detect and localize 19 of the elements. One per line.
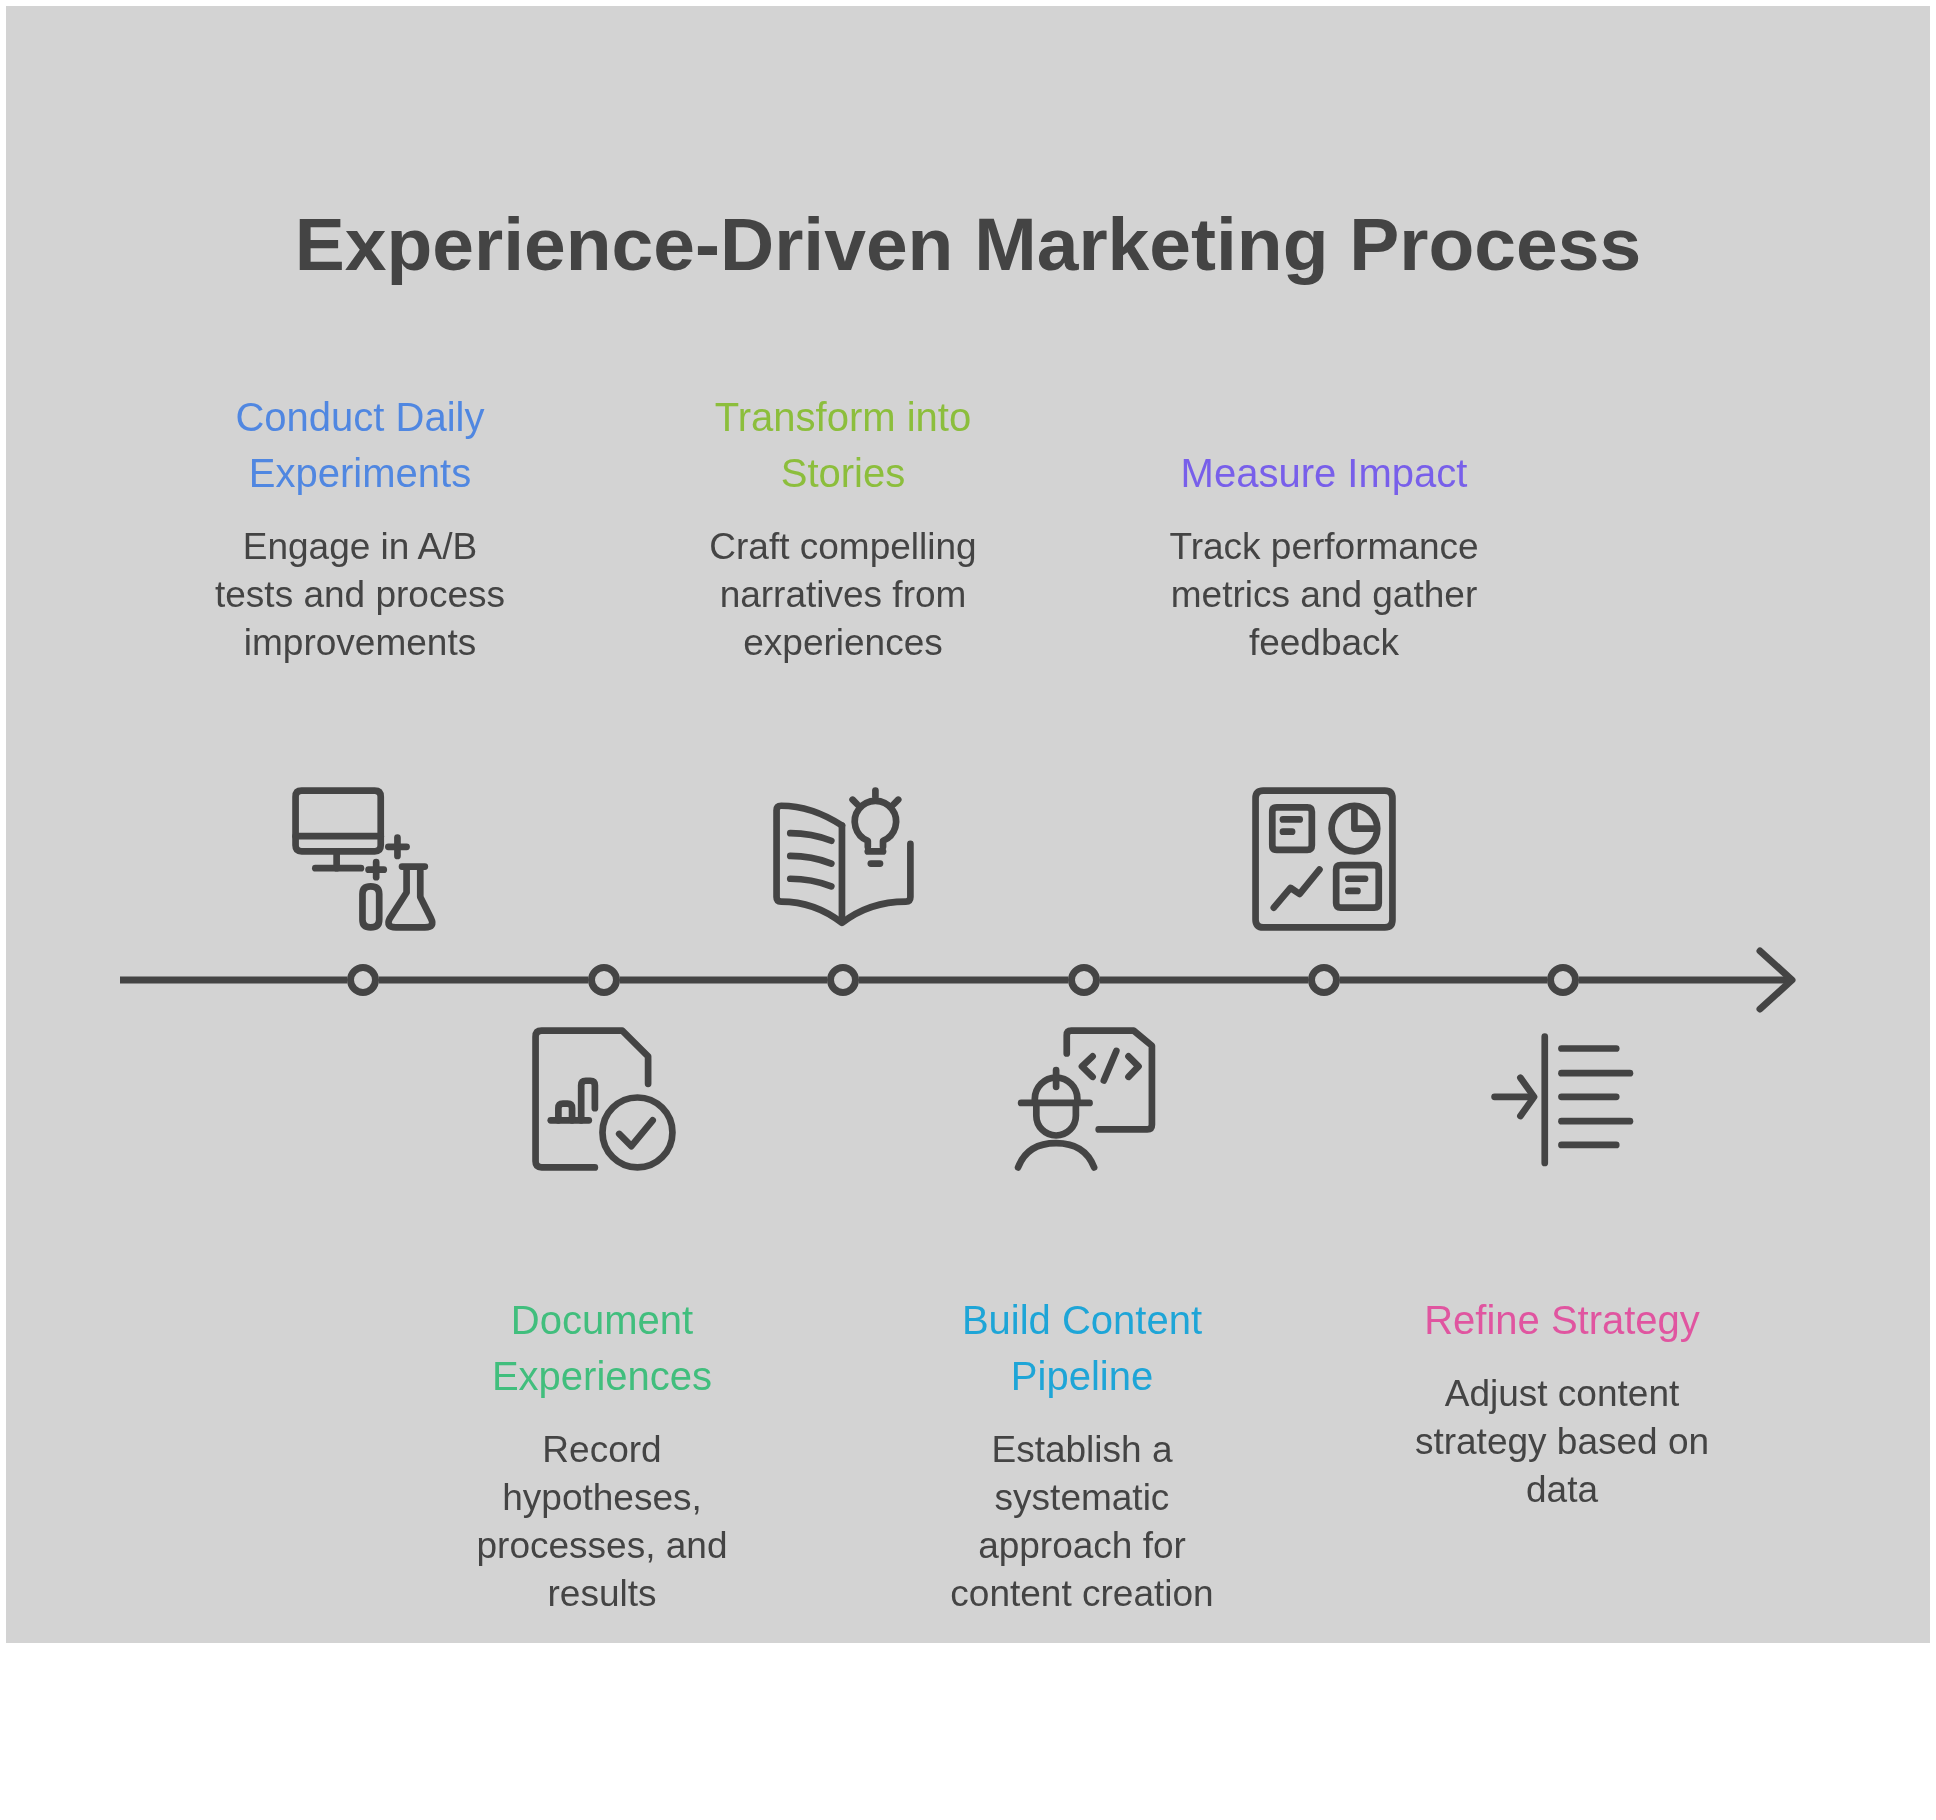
step-description: Craft compelling narratives from experiences — [708, 525, 978, 665]
step-title: Document Experiences — [490, 1297, 714, 1400]
step-title: Build Content Pipeline — [960, 1297, 1204, 1400]
timeline-dot — [587, 963, 621, 997]
step-title: Conduct Daily Experiments — [234, 394, 486, 497]
timeline-dot — [826, 963, 860, 997]
timeline-dot — [346, 963, 380, 997]
timeline-dot — [1307, 963, 1341, 997]
step-description: Track performance metrics and gather feedback — [1168, 525, 1480, 665]
timeline-dot — [1067, 963, 1101, 997]
step-title: Refine Strategy — [1423, 1297, 1701, 1344]
step-description: Adjust content strategy based on data — [1413, 1372, 1711, 1512]
step-description: Engage in A/B tests and process improvements — [214, 525, 506, 665]
step-description: Record hypotheses, processes, and results — [475, 1428, 729, 1616]
step-title: Measure Impact — [1179, 450, 1469, 497]
step-title: Transform into Stories — [713, 394, 973, 497]
diagram-title: Experience-Driven Marketing Process — [293, 201, 1643, 288]
step-description: Establish a systematic approach for content creation — [949, 1428, 1215, 1616]
timeline-dot — [1546, 963, 1580, 997]
